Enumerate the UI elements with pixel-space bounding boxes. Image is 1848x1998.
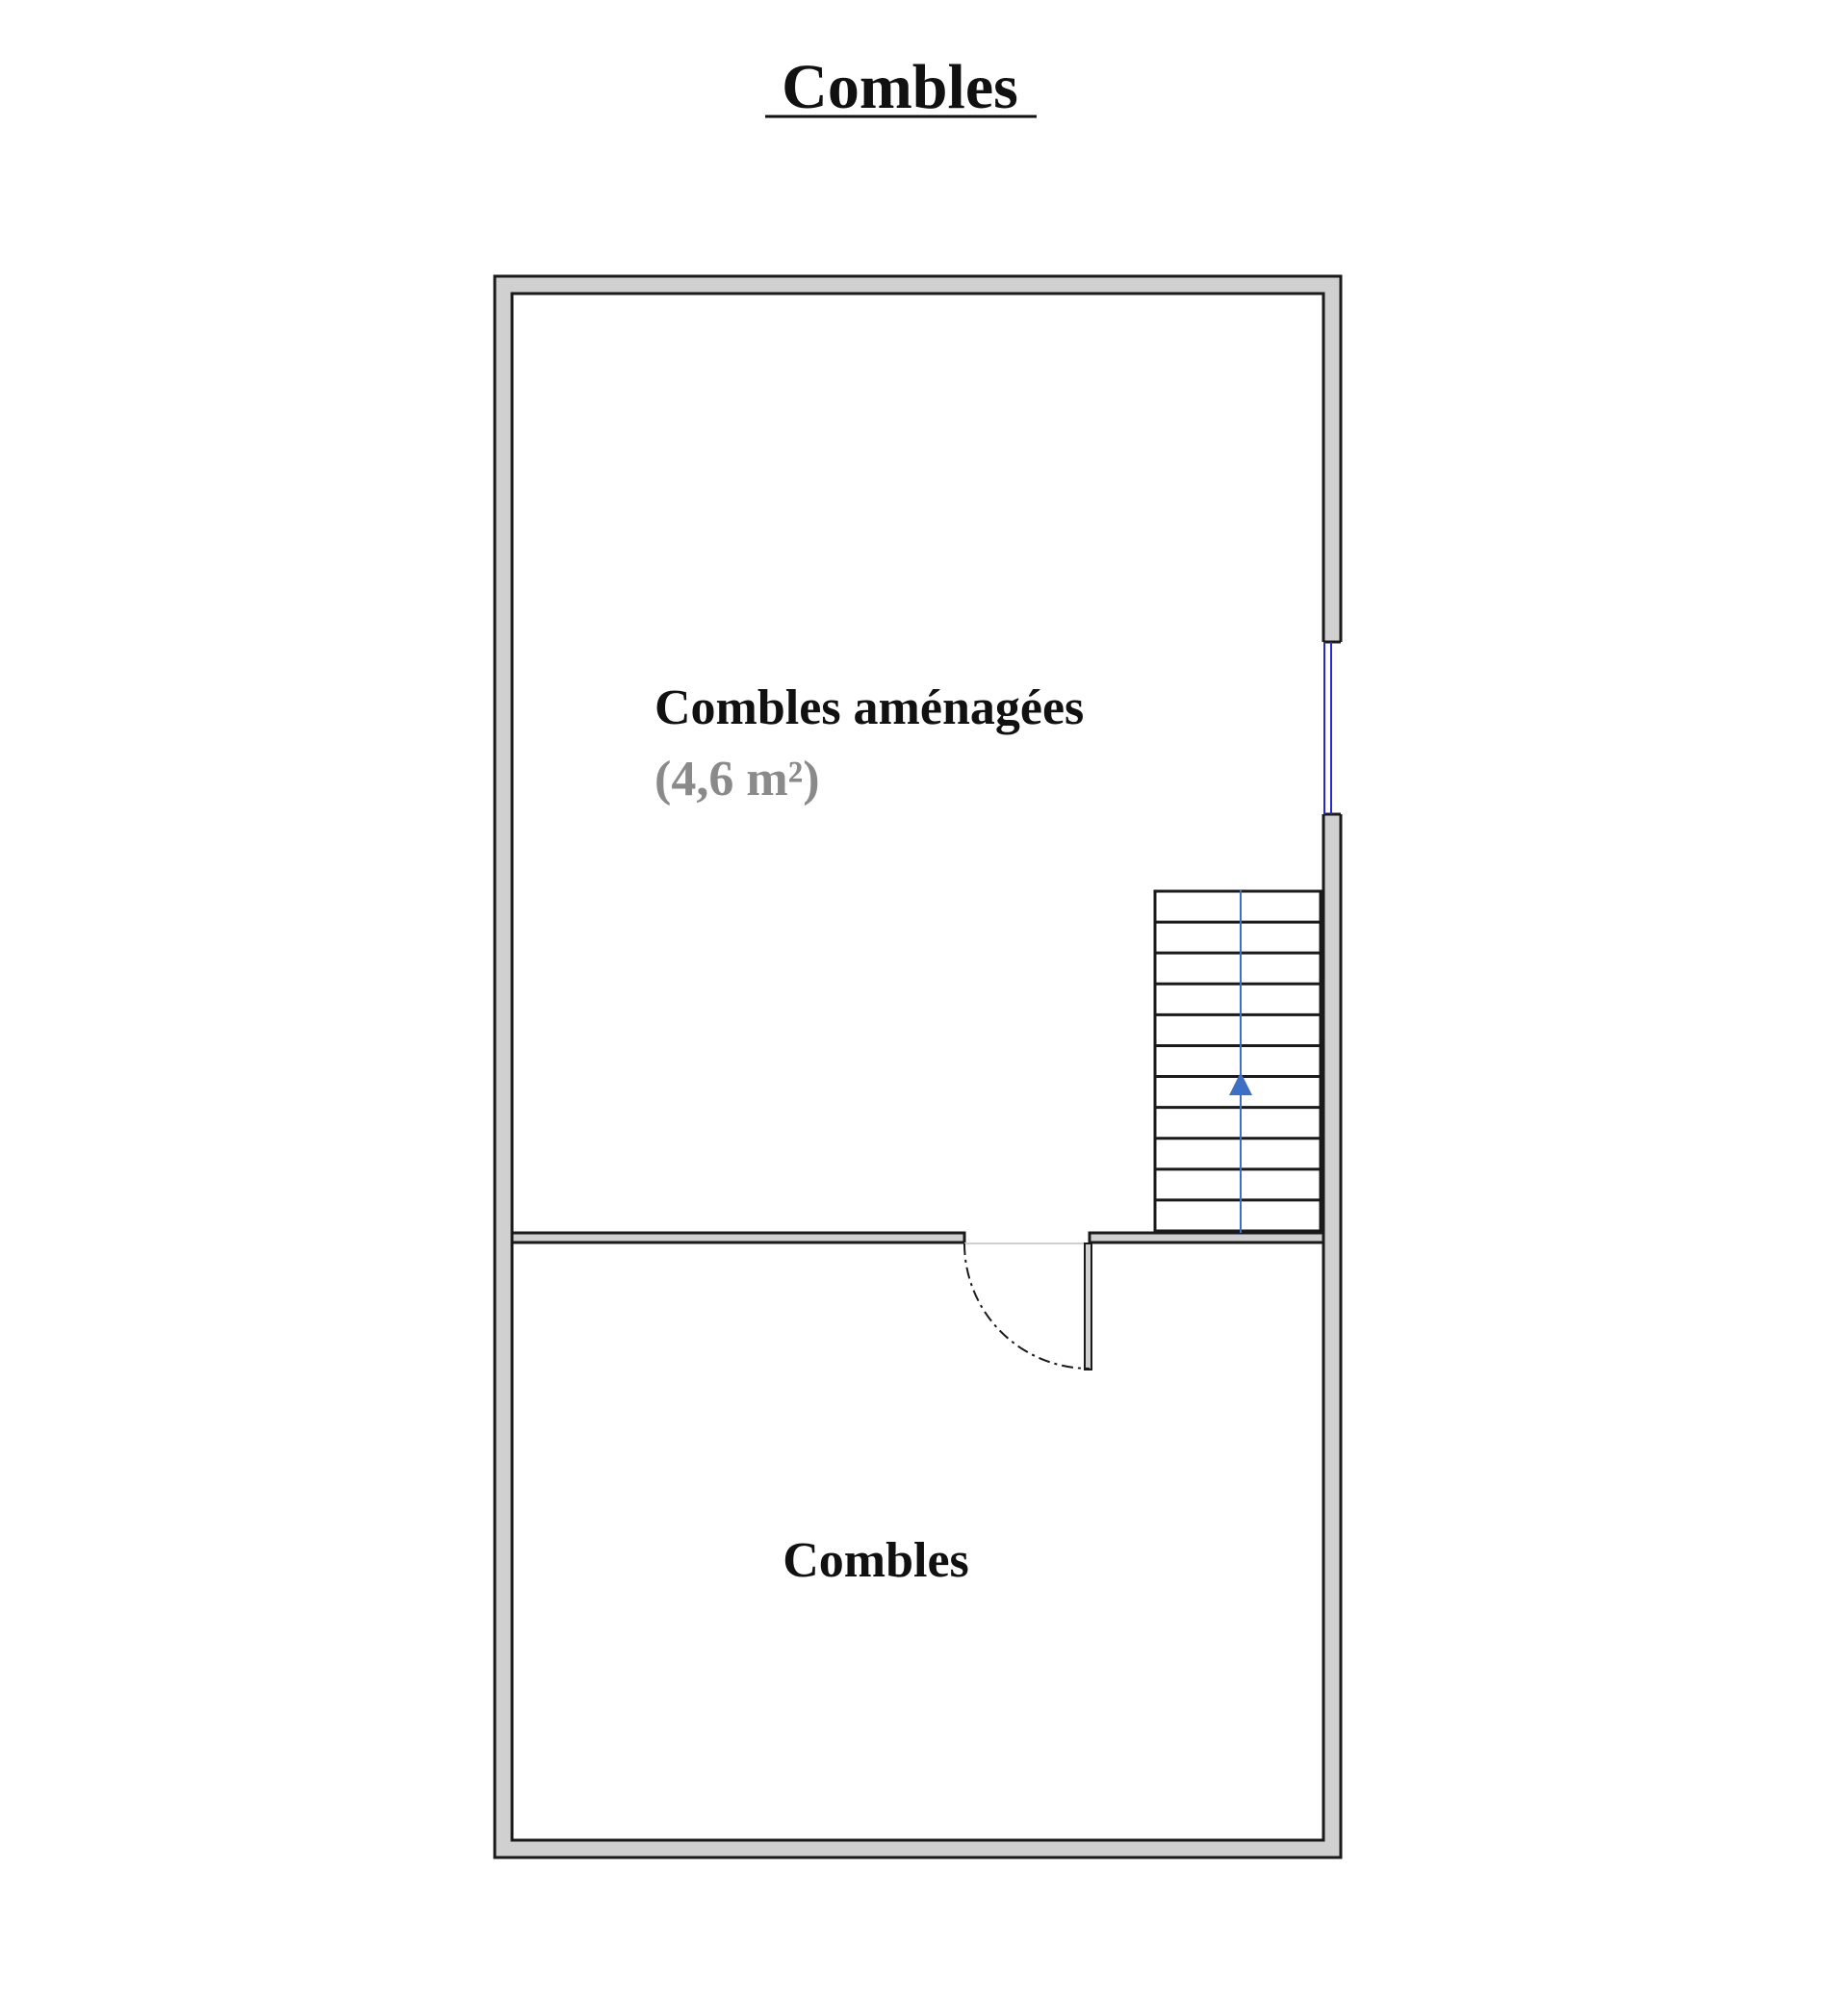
door-swing-icon <box>963 1242 1091 1370</box>
plan-title: Combles <box>782 52 1018 122</box>
partition-wall-right <box>1088 1231 1325 1244</box>
room-area-combles-amenagees: (4,6 m²) <box>654 752 820 807</box>
stair-arrow-icon <box>1229 1072 1252 1095</box>
door-leaf <box>1084 1242 1092 1370</box>
staircase <box>1153 889 1322 1233</box>
window-icon <box>1323 642 1332 814</box>
staircase-frame <box>1153 889 1322 1233</box>
room-label-combles: Combles <box>783 1533 969 1588</box>
partition-wall-left <box>510 1231 966 1244</box>
room-label-combles-amenagees: Combles aménagées <box>654 680 1084 735</box>
outer-walls <box>493 274 1343 1859</box>
